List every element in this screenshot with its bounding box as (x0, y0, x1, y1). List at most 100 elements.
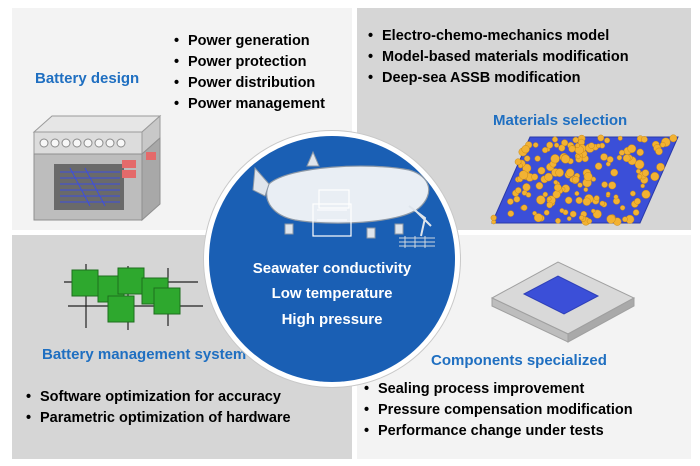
material-particle (635, 168, 641, 174)
material-particle (659, 141, 666, 148)
material-particle (555, 217, 561, 224)
components-specialized-title: Components specialized (431, 352, 607, 369)
material-particle (618, 149, 625, 156)
material-particle (542, 147, 549, 154)
material-particle (536, 195, 546, 205)
material-particle (650, 172, 660, 181)
material-particle (565, 168, 575, 178)
material-particle (622, 154, 631, 163)
material-particle (544, 172, 553, 182)
materials-particles-illustration (490, 134, 679, 226)
material-particle (490, 214, 497, 221)
material-particle (558, 144, 566, 152)
material-particle (604, 137, 611, 144)
material-particle (641, 169, 650, 177)
materials-selection-title: Materials selection (493, 112, 628, 129)
battery-pack-illustration (32, 114, 162, 222)
material-particle (552, 136, 558, 143)
material-particle (608, 181, 617, 190)
material-particle (572, 176, 580, 184)
material-particle (574, 191, 580, 196)
components-specialized-list: Sealing process improvement Pressure com… (364, 379, 633, 442)
list-item: Power management (174, 94, 325, 115)
material-particle (532, 142, 539, 148)
material-particle (613, 194, 619, 200)
material-particle (582, 197, 591, 206)
deep-sea-environment-circle: Seawater conductivity Low temperature Hi… (204, 131, 460, 387)
material-particle (553, 183, 562, 192)
material-particle (583, 172, 593, 182)
material-particle (597, 134, 605, 142)
material-particle (637, 174, 643, 180)
material-particle (546, 196, 552, 202)
material-particle (524, 155, 531, 162)
material-particle (507, 210, 515, 217)
material-particle (555, 168, 564, 177)
material-particle (565, 196, 573, 204)
material-particle (569, 210, 577, 218)
material-particle (534, 155, 541, 162)
material-particle (606, 156, 614, 163)
list-item: Parametric optimization of hardware (26, 408, 291, 429)
material-particle (605, 191, 611, 197)
material-particle (552, 190, 561, 199)
material-particle (588, 142, 595, 149)
list-item: Power protection (174, 52, 325, 73)
material-particle (521, 204, 528, 211)
material-particle (641, 189, 651, 199)
material-particle (568, 145, 576, 153)
material-particle (634, 159, 645, 170)
material-particle (554, 142, 560, 148)
material-particle (559, 208, 565, 214)
material-particle (542, 191, 548, 198)
material-particle (656, 162, 665, 172)
material-particle (577, 182, 583, 188)
material-particle (531, 173, 539, 181)
material-particle (600, 153, 608, 161)
material-particle (610, 168, 619, 177)
material-particle (617, 135, 623, 141)
material-particle (566, 216, 572, 221)
center-label-pressure: High pressure (281, 311, 383, 328)
center-label-conductivity: Seawater conductivity (252, 260, 412, 277)
material-particle (594, 162, 603, 170)
list-item: Sealing process improvement (364, 379, 633, 400)
material-particle (634, 197, 641, 205)
material-particle (515, 187, 522, 194)
material-particle (575, 154, 581, 160)
material-particle (627, 144, 637, 154)
material-particle (630, 190, 636, 197)
material-particle (514, 158, 522, 166)
material-particle (550, 154, 560, 164)
material-particle (583, 187, 589, 192)
material-particle (669, 134, 678, 143)
material-particle (533, 213, 543, 223)
material-particle (560, 154, 571, 164)
material-particle (578, 215, 585, 221)
battery-design-title: Battery design (35, 70, 140, 87)
material-particle (507, 198, 514, 205)
material-particle (572, 136, 579, 144)
material-particle (537, 166, 546, 175)
material-particle (522, 183, 531, 192)
list-item: Software optimization for accuracy (26, 387, 291, 408)
material-particle (535, 182, 544, 190)
list-item: Power generation (174, 31, 325, 52)
battery-management-list: Software optimization for accuracy Param… (26, 387, 291, 429)
material-particle (518, 170, 529, 180)
material-particle (636, 148, 644, 156)
material-particle (596, 143, 601, 149)
material-particle (546, 201, 553, 209)
material-particle (513, 195, 521, 203)
material-particle (575, 196, 583, 204)
material-particle (640, 183, 645, 189)
material-particle (601, 181, 608, 188)
material-particle (525, 192, 532, 198)
materials-selection-list: Electro-chemo-mechanics model Model-base… (368, 26, 629, 89)
material-particle (632, 209, 640, 216)
material-particle (546, 141, 554, 149)
material-particle (575, 143, 580, 148)
list-item: Deep-sea ASSB modification (368, 68, 629, 89)
material-particle (553, 179, 559, 185)
material-particle (599, 200, 606, 207)
